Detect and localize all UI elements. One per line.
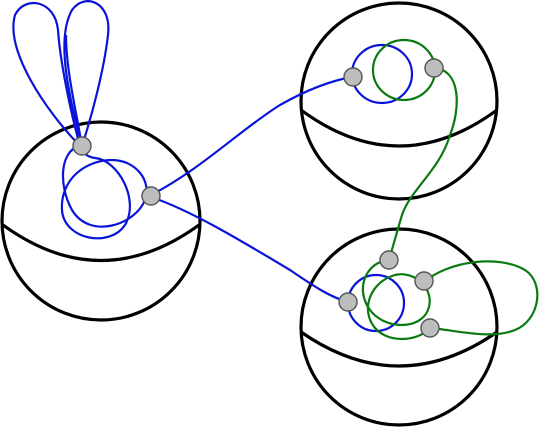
- sphere-left: [0, 120, 202, 322]
- sphere-top-right-outline: [299, 1, 499, 201]
- sphere-bottom-right-equator: [300, 330, 498, 368]
- sphere-top-right: [299, 1, 499, 201]
- puncture-top-right-right: [424, 58, 444, 78]
- blue-knot-left: [60, 144, 148, 240]
- blue-link-bottom: [150, 195, 349, 304]
- puncture-bottom-right-left: [338, 292, 358, 312]
- sphere-left-equator: [2, 223, 200, 263]
- puncture-left-top: [72, 136, 92, 156]
- sphere-top-right-equator: [300, 108, 498, 148]
- sphere-left-outline: [0, 120, 202, 322]
- blue-loop-inner-stem: [64, 34, 84, 147]
- puncture-bottom-right-upper-right: [414, 271, 434, 291]
- green-knot-bottom-right: [361, 258, 431, 341]
- blue-curves: [12, 0, 414, 333]
- puncture-bottom-right-top: [379, 250, 399, 270]
- sphere-bottom-right-outline: [299, 227, 499, 427]
- green-loop-outer-right: [423, 260, 539, 336]
- puncture-bottom-right-lower-right: [420, 318, 440, 338]
- puncture-left-right: [141, 186, 161, 206]
- puncture-points: [72, 58, 444, 338]
- puncture-top-right-left: [343, 67, 363, 87]
- blue-link-top: [150, 75, 353, 196]
- blue-loop-left-petal: [12, 1, 82, 147]
- sphere-bottom-right: [299, 227, 499, 427]
- green-curves: [361, 38, 539, 341]
- green-link-vertical: [387, 66, 458, 261]
- blue-loop-right-petal: [63, 0, 110, 147]
